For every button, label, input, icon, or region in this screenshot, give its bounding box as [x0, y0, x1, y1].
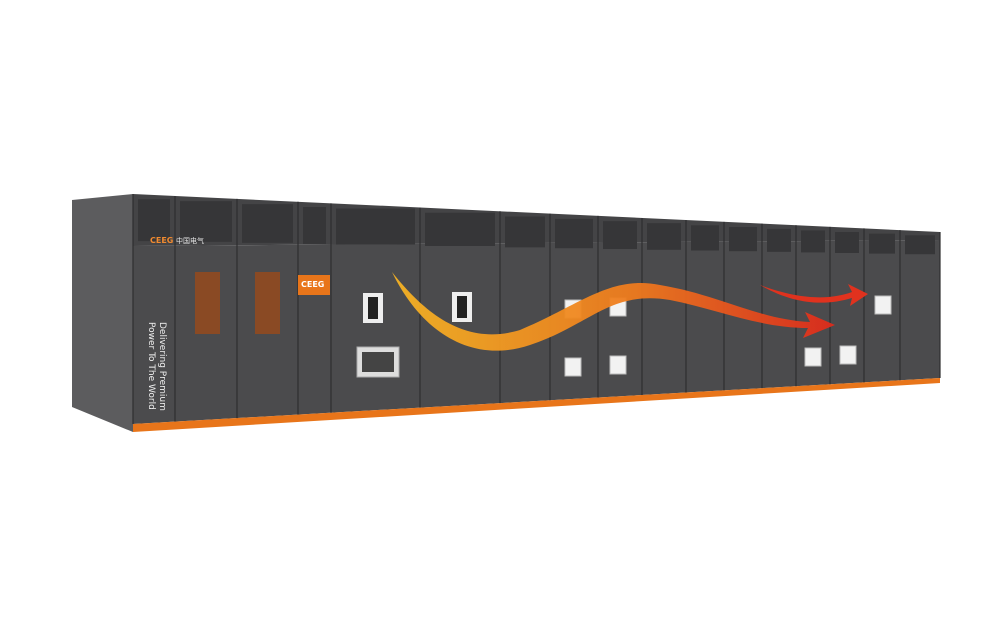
meter: [804, 347, 822, 367]
vent-grille: [505, 216, 545, 248]
base-strip: [133, 378, 940, 432]
cabinet-side: [72, 194, 133, 432]
vent-grille: [729, 227, 757, 252]
door-window: [195, 272, 220, 334]
vent-grille: [835, 232, 859, 253]
vent-grille: [242, 204, 293, 243]
slogan-line1: Delivering Premium: [157, 322, 167, 411]
meter: [839, 345, 857, 365]
meter: [564, 357, 582, 377]
vent-grille: [691, 225, 719, 251]
vent-grille: [303, 207, 326, 244]
vent-grille: [647, 223, 681, 250]
vent-grille: [138, 199, 170, 242]
badge-brand: CEEG: [301, 280, 324, 289]
meter: [609, 355, 627, 375]
vent-grille: [555, 218, 593, 249]
vent-grille: [905, 235, 935, 255]
brand-label: CEEG: [150, 236, 173, 245]
vent-grille: [869, 233, 895, 254]
vent-grille: [180, 201, 232, 242]
meter: [874, 295, 892, 315]
flow-arrow: [392, 272, 835, 351]
vent-grille: [603, 221, 637, 250]
vent-grille: [767, 228, 791, 252]
vent-grille: [801, 230, 825, 253]
slogan-line2: Power To The World: [146, 322, 156, 410]
door-window: [255, 272, 280, 334]
brand-label-cn: 中国电气: [176, 236, 204, 245]
flow-arrow-red: [760, 284, 868, 306]
vent-grille: [425, 212, 495, 246]
logo-badge: [298, 275, 330, 295]
vent-grille: [336, 208, 415, 245]
